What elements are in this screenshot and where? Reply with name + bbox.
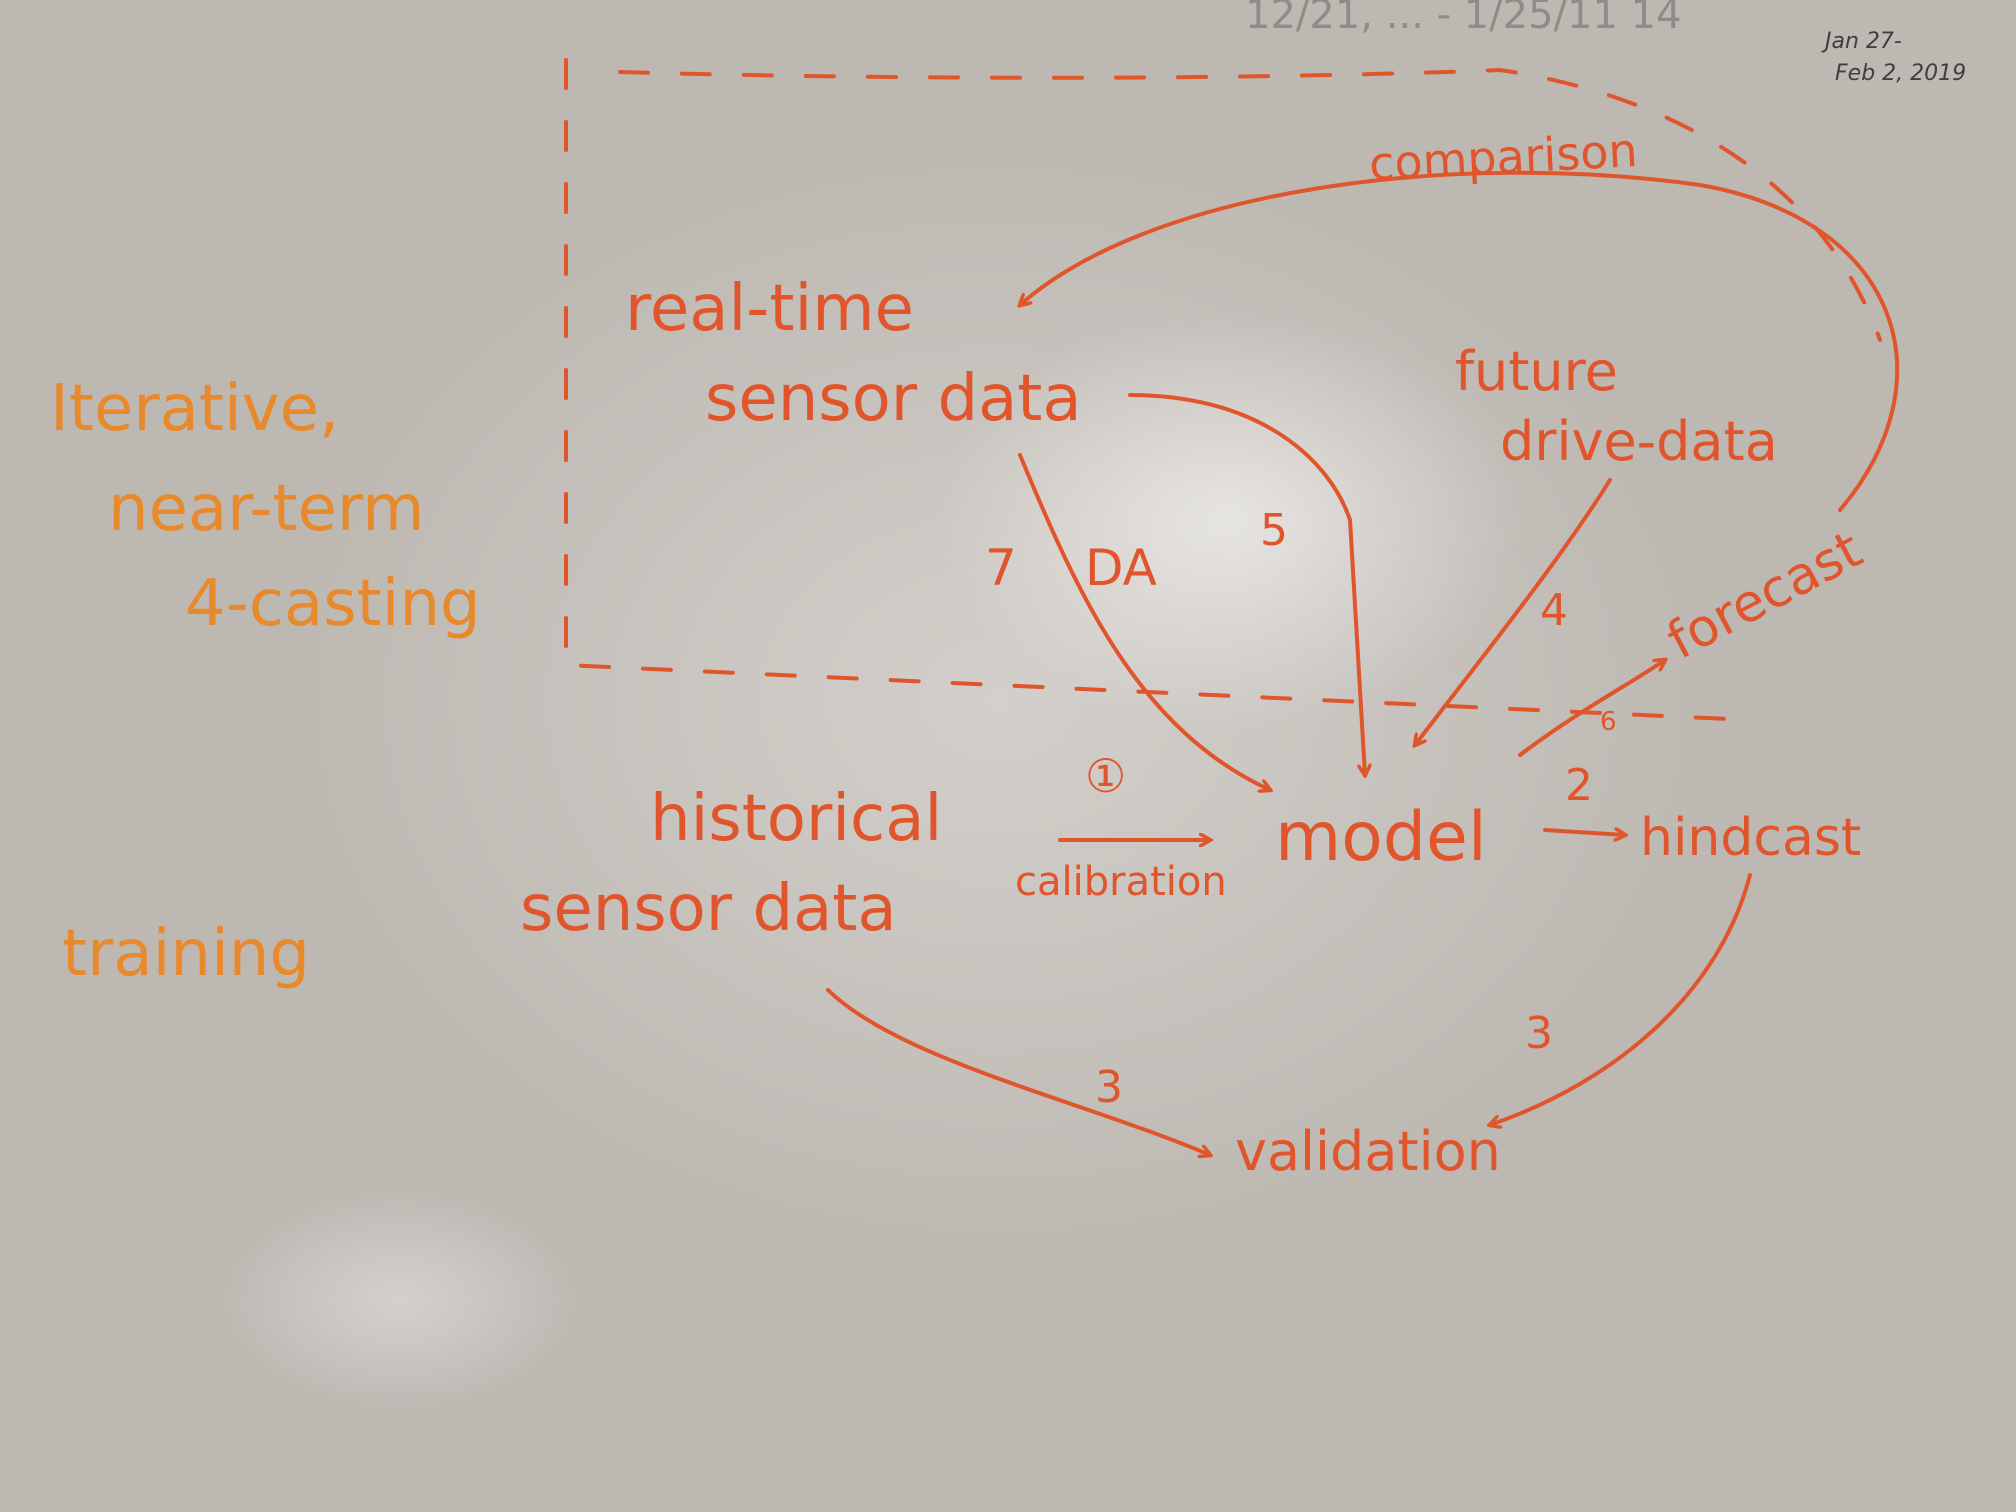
section-label-iterative-line1: Iterative,	[50, 372, 339, 446]
label-step4: 4	[1540, 585, 1568, 636]
date-note-line2: Feb 2, 2019	[1835, 61, 1966, 86]
node-realtime-line1: real-time	[625, 272, 914, 346]
label-step3-right: 3	[1525, 1008, 1553, 1059]
node-model: model	[1275, 798, 1487, 877]
arrow-historical-to-validation-3	[826, 988, 1210, 1155]
node-future-line1: future	[1455, 340, 1618, 403]
node-historical-line2: sensor data	[520, 872, 897, 946]
label-step6: 6	[1600, 707, 1617, 737]
label-step1: ①	[1085, 749, 1126, 803]
node-forecast: forecast	[1658, 520, 1872, 672]
arrow-realtime-to-model-5	[1128, 393, 1365, 775]
label-comparison: comparison	[1368, 123, 1639, 191]
node-future-line2: drive-data	[1500, 410, 1778, 473]
label-da: DA	[1085, 539, 1157, 597]
arrow-future-to-model-4	[1415, 478, 1612, 745]
label-calibration: calibration	[1015, 859, 1227, 905]
label-step7: 7	[985, 539, 1017, 597]
label-step2: 2	[1565, 760, 1593, 811]
arrow-hindcast-to-validation-3	[1490, 873, 1752, 1125]
top-scribble: 12/21, ... - 1/25/11 14	[1245, 0, 1682, 38]
node-hindcast: hindcast	[1640, 808, 1861, 868]
section-label-iterative-line2: near-term	[108, 472, 424, 546]
iterative-loop-dashed-boundary-top	[618, 67, 1882, 342]
node-realtime-line2: sensor data	[705, 362, 1082, 436]
iterative-loop-dashed-boundary	[564, 58, 1752, 722]
node-historical-line1: historical	[650, 782, 942, 856]
node-validation: validation	[1235, 1120, 1501, 1183]
label-step3-left: 3	[1095, 1062, 1123, 1113]
arrow-realtime-to-model-da	[1018, 453, 1270, 790]
section-label-iterative-line3: 4-casting	[185, 567, 481, 641]
arrow-model-to-forecast-6	[1518, 660, 1665, 757]
label-step5: 5	[1260, 505, 1288, 556]
arrow-model-to-hindcast-2	[1543, 830, 1625, 835]
comparison-arrow	[1020, 170, 1900, 512]
section-label-training: training	[62, 917, 310, 991]
date-note-line1: Jan 27-	[1821, 29, 1902, 54]
